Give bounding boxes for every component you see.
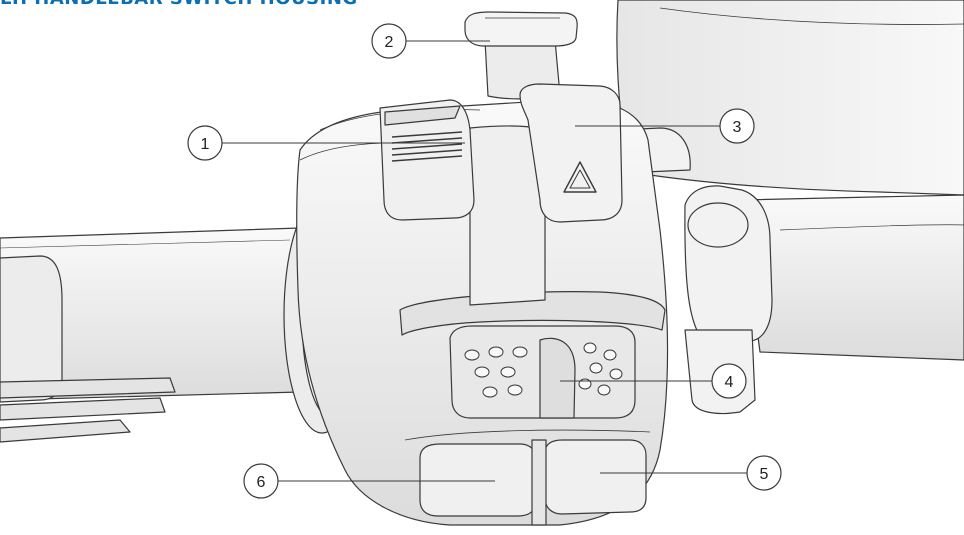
callout-1: 1: [187, 125, 223, 161]
handlebar-tube-right: [739, 194, 964, 361]
hazard-button: [519, 83, 623, 223]
callout-5: 5: [746, 455, 782, 491]
callout-2: 2: [371, 23, 407, 59]
rocker-switch: [379, 99, 475, 221]
callout-label-3: 3: [733, 119, 742, 136]
fairing-panel: [616, 0, 964, 196]
callout-6: 6: [243, 463, 279, 499]
callout-label-1: 1: [201, 136, 210, 153]
lower-right-button: [544, 439, 647, 515]
callout-label-5: 5: [760, 466, 769, 483]
diagram-title: LH HANDLEBAR SWITCH HOUSING: [0, 0, 358, 9]
callout-label-2: 2: [385, 34, 394, 51]
callout-3: 3: [719, 108, 755, 144]
callout-label-4: 4: [725, 374, 734, 391]
callout-4: 4: [711, 363, 747, 399]
lower-left-button: [419, 443, 537, 517]
callout-label-6: 6: [257, 474, 266, 491]
hazard-triangle-icon: [563, 161, 597, 193]
